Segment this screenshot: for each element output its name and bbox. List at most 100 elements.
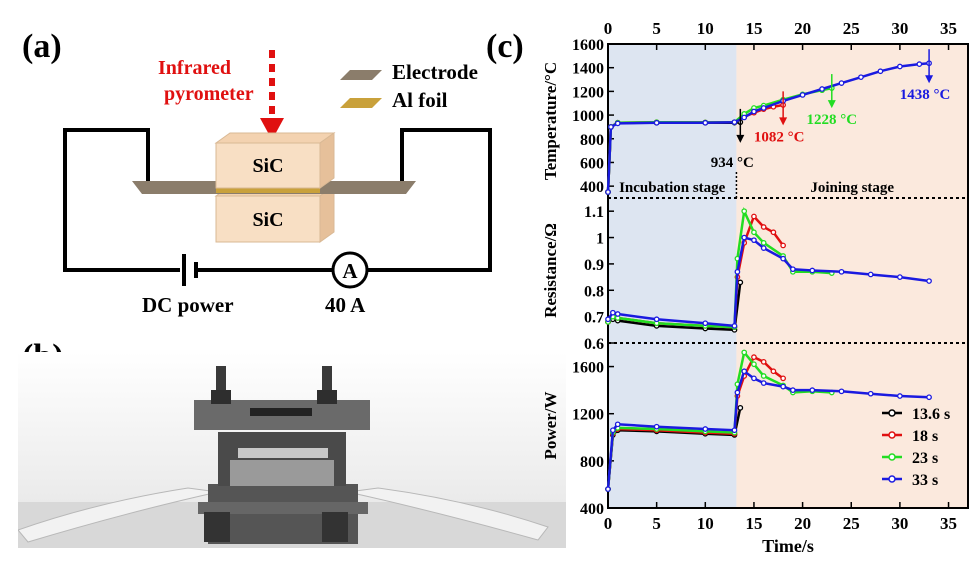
series-point [653, 316, 660, 323]
x-tick-label: 10 [697, 514, 714, 533]
series-point [760, 359, 767, 365]
pyrometer-label-line1: Infrared [158, 57, 231, 79]
series-point [737, 279, 744, 286]
series-point [838, 80, 845, 86]
fixture-photo [18, 352, 566, 548]
annotation-arrow-head [925, 75, 934, 84]
y-tick-label: 1400 [572, 61, 604, 78]
series-point [734, 389, 741, 396]
series-point [734, 268, 741, 275]
panel-label-c: (c) [486, 28, 524, 65]
x-tick-label: 30 [891, 514, 908, 533]
x-tick-label-top: 5 [652, 19, 661, 38]
series-point [751, 237, 757, 244]
y-tick-label: 0.6 [584, 336, 604, 353]
ammeter-icon [331, 251, 369, 289]
y-tick-label: 1 [596, 231, 604, 248]
series-point [809, 267, 816, 274]
series-point [731, 119, 738, 126]
series-point [867, 390, 874, 397]
y-tick-label: 0.7 [584, 310, 604, 327]
series-point [605, 316, 611, 323]
electrode-legend-label: Electrode [392, 60, 478, 84]
al-foil [216, 188, 320, 193]
y-tick-label: 1600 [572, 37, 604, 54]
annotation-label: 1082 °C [754, 129, 805, 145]
annotation-arrow-head [779, 117, 788, 126]
series-point [614, 421, 621, 428]
series-point [926, 278, 932, 284]
x-tick-label: 20 [794, 514, 811, 533]
y-tick-label: 800 [580, 132, 604, 149]
x-tick-label-top: 10 [697, 19, 714, 38]
x-tick-label: 35 [940, 514, 957, 533]
x-tick-label-top: 15 [745, 19, 762, 38]
x-tick-label: 15 [745, 514, 762, 533]
series-point [867, 271, 874, 278]
ammeter-symbol: A [342, 259, 358, 283]
x-tick-label-top: 30 [891, 19, 908, 38]
series-point [760, 239, 767, 246]
annotation-arrow-head [736, 134, 745, 143]
stage-label-joining: Joining stage [810, 180, 894, 196]
series-point [780, 242, 786, 249]
pyrometer-label-line2: pyrometer [164, 83, 254, 105]
incubation-stage-region [608, 44, 737, 508]
series-point [751, 108, 757, 115]
series-point [741, 208, 748, 215]
series-point [897, 393, 903, 399]
y-tick-label: 1.1 [584, 204, 604, 221]
legend-label: 33 s [912, 472, 938, 489]
series-point [790, 266, 796, 273]
series-point [838, 268, 845, 275]
series-point [790, 387, 796, 393]
x-tick-label-top: 25 [843, 19, 860, 38]
series-point [760, 373, 767, 379]
annotation-label: 934 °C [711, 155, 754, 171]
series-point [751, 354, 757, 360]
series-point [614, 311, 621, 317]
series-point [751, 375, 757, 382]
y-tick-label: 1600 [572, 360, 604, 377]
annotation-arrow-head [827, 100, 836, 109]
series-point [741, 114, 748, 121]
series-point [614, 120, 621, 127]
series-point [731, 323, 738, 329]
x-tick-label: 5 [652, 514, 661, 533]
series-point [897, 274, 903, 280]
series-point [702, 119, 709, 126]
series-point [780, 255, 786, 262]
series-point [799, 92, 806, 98]
x-tick-label: 0 [604, 514, 613, 533]
series-point [751, 213, 757, 220]
x-axis-label: Time/s [762, 536, 814, 556]
series-point [809, 387, 816, 393]
y-tick-label: 1200 [572, 407, 604, 424]
y-tick-label: 400 [580, 501, 604, 518]
legend-swatch-marker [888, 475, 896, 483]
series-point [780, 375, 786, 382]
series-point [780, 383, 786, 390]
series-point [838, 388, 845, 395]
dc-power-label: DC power [142, 293, 234, 317]
x-tick-label-top: 0 [604, 19, 613, 38]
y-tick-label: 0.9 [584, 257, 604, 274]
x-tick-label-top: 20 [794, 19, 811, 38]
series-point [731, 427, 738, 434]
clamp-fixture [194, 366, 370, 544]
series-point [926, 394, 932, 401]
series-point [741, 349, 748, 356]
legend-swatch-marker [888, 453, 896, 461]
annotation-label: 1228 °C [806, 112, 857, 128]
series-point [751, 361, 757, 368]
foil-legend-swatch [340, 98, 382, 108]
x-tick-label: 25 [843, 514, 860, 533]
series-point [741, 368, 748, 375]
foil-legend-label: Al foil [392, 88, 448, 112]
series-point [760, 245, 767, 251]
sic-stack [132, 132, 416, 243]
series-point [702, 426, 709, 432]
y-tick-label: 1200 [572, 84, 604, 101]
current-label: 40 A [325, 293, 366, 317]
